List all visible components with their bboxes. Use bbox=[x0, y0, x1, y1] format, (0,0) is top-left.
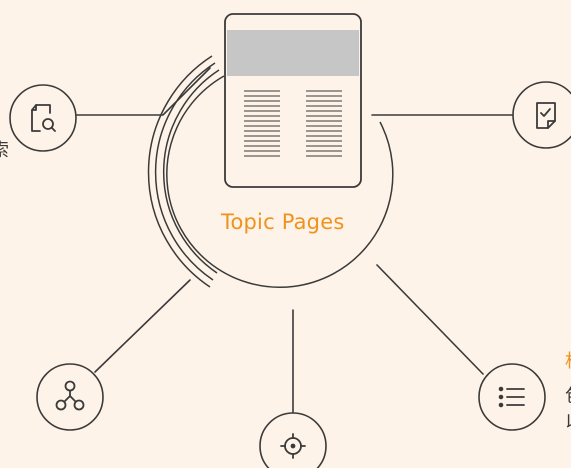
network-nodes-icon bbox=[55, 380, 85, 411]
node-right-bottom[interactable] bbox=[478, 363, 546, 431]
node-left-top[interactable] bbox=[9, 84, 77, 152]
connector-lines bbox=[76, 67, 515, 416]
document-check-icon bbox=[536, 102, 556, 129]
right-edge-heading: 相 bbox=[565, 347, 571, 373]
document-search-icon bbox=[31, 104, 56, 132]
hub-circle bbox=[166, 75, 394, 288]
node-bottom[interactable] bbox=[259, 412, 327, 468]
target-icon bbox=[280, 433, 306, 459]
topic-page-document bbox=[224, 13, 362, 188]
node-right-top[interactable] bbox=[512, 81, 571, 149]
document-text-lines bbox=[244, 90, 342, 157]
connector-left-bottom bbox=[94, 279, 191, 373]
hub-ring-3 bbox=[154, 62, 216, 281]
hub-ring-2 bbox=[162, 69, 220, 274]
node-left-bottom[interactable] bbox=[36, 363, 104, 431]
connector-right-bottom bbox=[376, 264, 484, 375]
hub-ring-outer bbox=[147, 55, 213, 288]
right-edge-text-line-1: 包 bbox=[565, 382, 571, 408]
hub-rings bbox=[147, 55, 394, 288]
right-edge-text-line-2: 以 bbox=[565, 408, 571, 434]
connector-left-top bbox=[76, 67, 211, 116]
document-header-band bbox=[227, 30, 359, 76]
list-icon bbox=[498, 386, 525, 408]
center-topic-label: Topic Pages bbox=[221, 210, 345, 234]
left-edge-text: 索 bbox=[0, 136, 9, 162]
